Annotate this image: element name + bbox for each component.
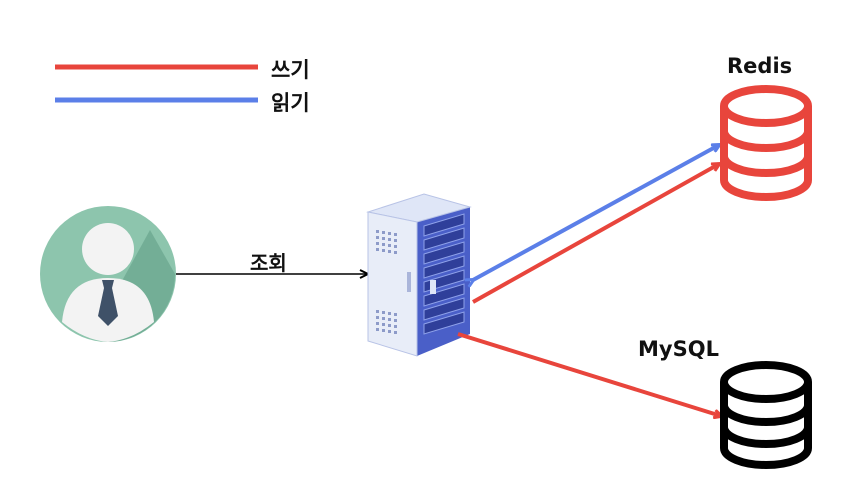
write-arrow-redis [472, 164, 719, 304]
legend-write-label: 쓰기 [271, 58, 310, 82]
redis-database-icon [720, 85, 812, 201]
write-arrow-mysql [457, 332, 721, 416]
redis-label: Redis [727, 54, 793, 78]
query-label: 조회 [250, 251, 287, 275]
user-avatar-icon [40, 206, 176, 342]
mysql-database-icon [720, 361, 812, 469]
read-arrow [473, 145, 719, 280]
server-rack-icon [366, 193, 472, 357]
mysql-label: MySQL [638, 337, 719, 361]
legend-read-label: 읽기 [271, 91, 310, 115]
